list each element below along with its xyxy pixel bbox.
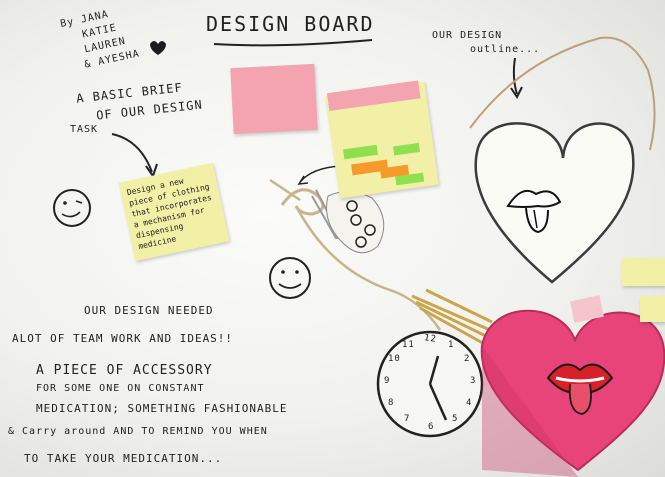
clock-number: 8 <box>388 398 395 408</box>
clock-number: 4 <box>466 398 473 408</box>
clock-number: 12 <box>423 333 438 345</box>
clock-number: 10 <box>388 354 401 364</box>
brief-text-line: & Carry around AND TO REMIND YOU WHEN <box>8 426 268 437</box>
pink-sticky-note <box>230 63 318 135</box>
brief-text-line: A PIECE OF ACCESSORY <box>36 363 213 378</box>
board-title: DESIGN BOARD <box>206 12 375 36</box>
rolling-tongue-logo-icon <box>506 190 562 234</box>
outline-label: OUR DESIGN <box>432 30 503 41</box>
stick-bundle <box>411 288 493 348</box>
brief-text-line: MEDICATION; SOMETHING FASHIONABLE <box>36 402 288 415</box>
outline-label: outline... <box>470 44 541 55</box>
clock-number: 6 <box>428 422 435 432</box>
edge-sticky-note <box>622 258 665 286</box>
brief-text-line: TO TAKE YOUR MEDICATION... <box>24 452 223 465</box>
teamwork-line: OUR DESIGN NEEDED <box>84 304 214 317</box>
task-label: TASK <box>70 124 99 135</box>
clock-number: 2 <box>464 354 471 364</box>
clock-number: 5 <box>452 414 459 424</box>
clock-number: 11 <box>402 340 415 350</box>
edge-sticky-note <box>640 296 665 322</box>
clock-drawing <box>376 330 484 438</box>
smiley-face-icon <box>269 257 311 299</box>
clock-number: 1 <box>448 340 455 350</box>
teamwork-line: ALOT OF TEAM WORK AND IDEAS!! <box>12 332 234 345</box>
clock-number: 7 <box>404 414 411 424</box>
smiley-face-icon <box>53 189 91 227</box>
brief-text-line: FOR SOME ONE ON CONSTANT <box>36 383 205 394</box>
lips-icon <box>546 363 614 415</box>
clock-number: 3 <box>470 376 477 386</box>
clock-number: 9 <box>384 376 391 386</box>
yellow-green-sticky-note <box>325 80 439 199</box>
small-heart-icon <box>150 41 166 55</box>
